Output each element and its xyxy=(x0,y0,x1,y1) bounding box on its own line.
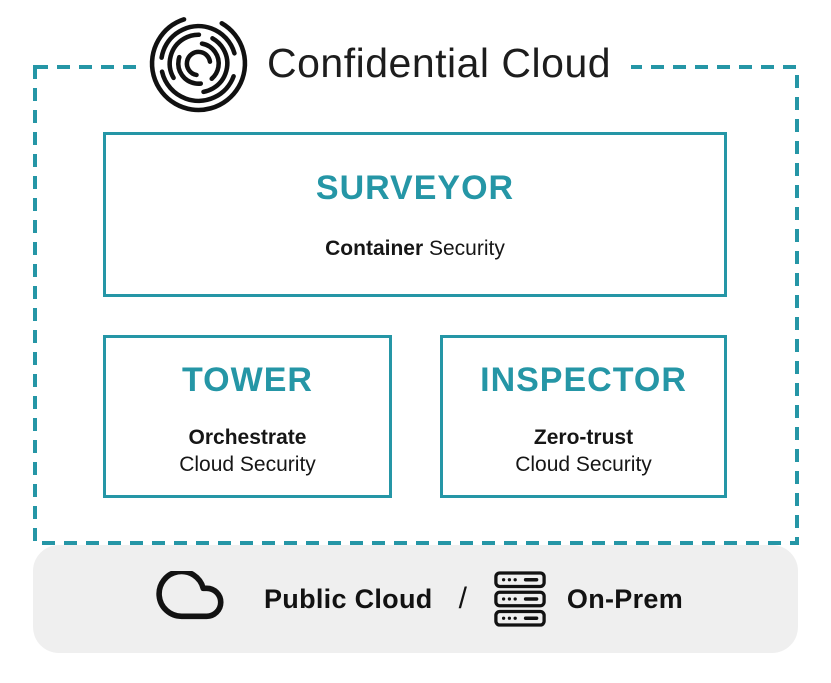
inspector-title: INSPECTOR xyxy=(480,361,687,399)
surveyor-subtitle: Container Security xyxy=(325,235,505,262)
inspector-subtitle: Zero-trust Cloud Security xyxy=(515,424,652,478)
tower-subtitle: Orchestrate Cloud Security xyxy=(179,424,316,478)
surveyor-subtitle-regular: Security xyxy=(429,237,505,260)
on-prem-label: On-Prem xyxy=(566,583,684,614)
inspector-subtitle-bold: Zero-trust xyxy=(533,426,634,449)
separator-slash: / xyxy=(458,582,467,615)
surveyor-title: SURVEYOR xyxy=(315,169,515,207)
maze-logo-icon xyxy=(149,14,248,112)
deployment-strip: Public Cloud / On-Prem xyxy=(33,545,798,653)
server-stack-icon xyxy=(494,571,546,627)
tower-title: TOWER xyxy=(182,361,313,399)
tower-subtitle-bold: Orchestrate xyxy=(188,426,307,449)
surveyor-subtitle-bold: Container xyxy=(325,237,424,260)
page-title: Confidential Cloud xyxy=(267,39,612,86)
inspector-subtitle-regular: Cloud Security xyxy=(515,453,652,476)
cloud-icon xyxy=(156,571,224,620)
header: Confidential Cloud xyxy=(138,6,632,120)
public-cloud-label: Public Cloud xyxy=(263,583,433,614)
inspector-box: INSPECTOR Zero-trust Cloud Security xyxy=(440,335,727,498)
surveyor-box: SURVEYOR Container Security xyxy=(103,132,727,297)
tower-subtitle-regular: Cloud Security xyxy=(179,453,316,476)
tower-box: TOWER Orchestrate Cloud Security xyxy=(103,335,392,498)
